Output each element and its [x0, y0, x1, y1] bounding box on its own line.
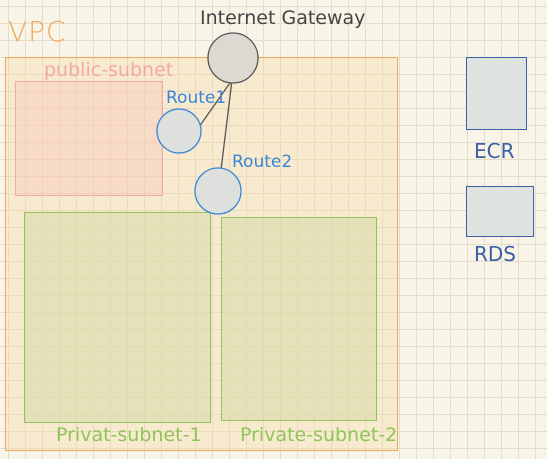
route2-node	[194, 167, 242, 215]
internet-gateway-label: Internet Gateway	[200, 7, 366, 29]
private-subnet-2-label: Private-subnet-2	[240, 424, 398, 446]
route1-node	[156, 108, 202, 154]
rds-node	[466, 186, 534, 237]
ecr-node	[466, 57, 527, 130]
ecr-label: ECR	[474, 139, 515, 163]
route1-label: Route1	[166, 88, 227, 108]
private-subnet-1-box	[24, 212, 211, 423]
route2-label: Route2	[232, 152, 293, 172]
private-subnet-2-box	[221, 217, 377, 421]
internet-gateway-node	[207, 32, 259, 84]
edge-gateway-route1	[198, 79, 233, 128]
edge-gateway-route2	[220, 79, 233, 171]
private-subnet-1-label: Privat-subnet-1	[56, 424, 202, 446]
rds-label: RDS	[474, 242, 516, 266]
public-subnet-label: public-subnet	[44, 59, 174, 81]
public-subnet-box	[15, 81, 163, 196]
vpc-label: VPC	[8, 15, 67, 48]
